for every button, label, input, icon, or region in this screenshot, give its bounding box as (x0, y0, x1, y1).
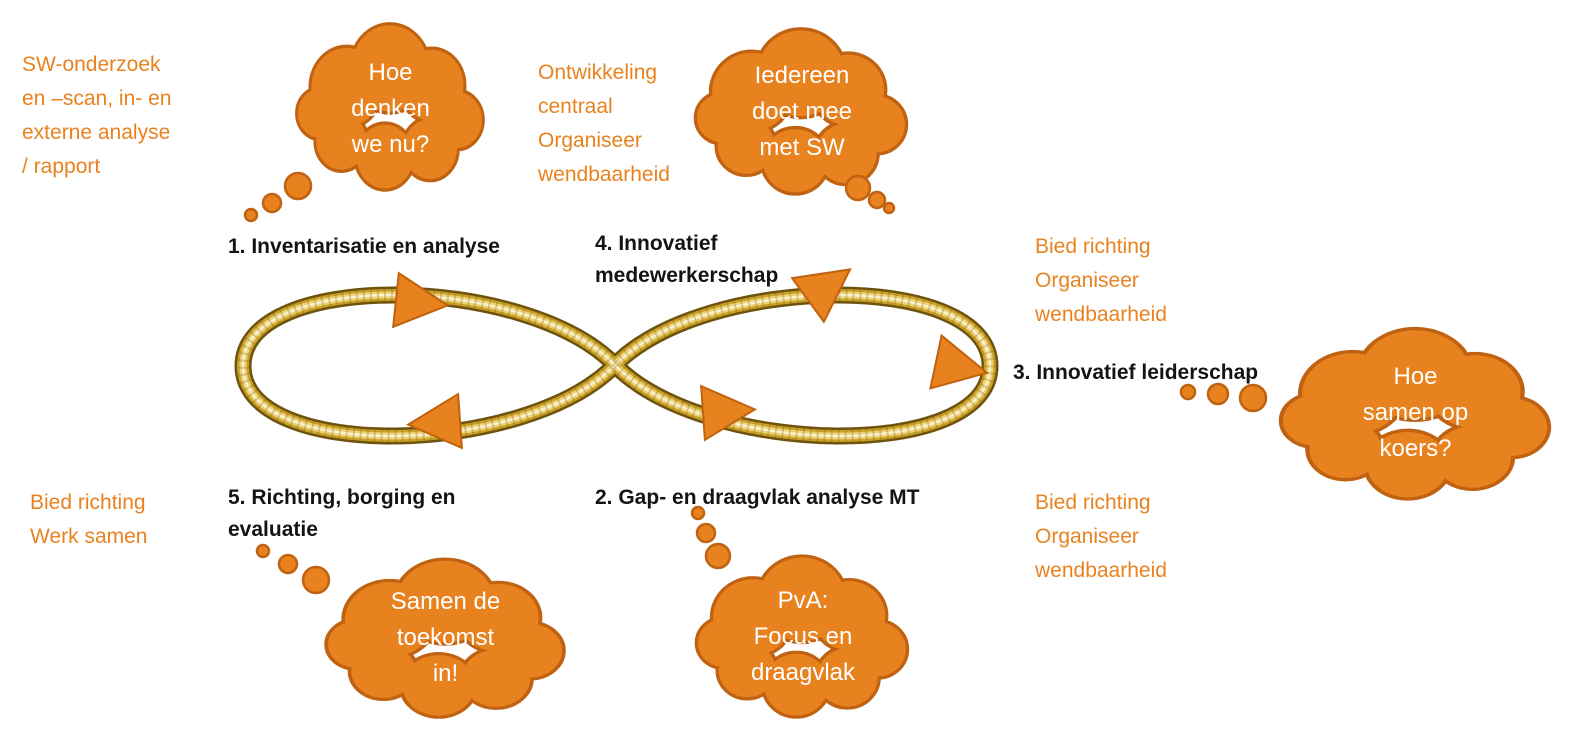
note-bottom-right: Bied richting Organiseer wendbaarheid (1035, 491, 1167, 583)
thought-cloud-hoe-samen (1179, 330, 1547, 497)
thought-cloud-iedereen (697, 30, 905, 215)
thought-cloud-samen-toekomst (255, 543, 562, 716)
thought-trail (1179, 382, 1268, 413)
infinity-loop (234, 286, 999, 445)
thought-trail (243, 171, 313, 223)
arrow-bottom-center (700, 384, 758, 442)
thought-trail (690, 505, 732, 570)
note-top-center: Ontwikkeling centraal Organiseer wendbaa… (538, 61, 670, 187)
thought-trail (255, 543, 331, 595)
note-right-top: Bied richting Organiseer wendbaarheid (1035, 235, 1167, 327)
step-4-innovatief-medewerkerschap: 4. Innovatief medewerkerschap (595, 232, 779, 287)
step-2-gap-draagvlak: 2. Gap- en draagvlak analyse MT (595, 486, 920, 509)
cloud-text-pva: PvA: Focus en draagvlak (750, 587, 856, 686)
thought-cloud-hoe-denken (243, 25, 482, 223)
cloud-text-iedereen: Iedereen doet mee met SW (751, 62, 853, 161)
arrow-right-end (929, 333, 989, 390)
note-bottom-left: Bied richting Werk samen (30, 491, 148, 549)
cloud-text-hoe-denken: Hoe denken we nu? (351, 59, 430, 158)
flow-arrows (392, 268, 989, 450)
arrow-top-right (790, 268, 852, 324)
thought-trail (844, 174, 896, 215)
cloud-text-hoe-samen: Hoe samen op koers? (1362, 363, 1469, 462)
step-1-inventarisatie: 1. Inventarisatie en analyse (228, 235, 500, 258)
thought-cloud-pva (690, 505, 906, 716)
cloud-text-samen-toekomst: Samen de toekomst in! (390, 588, 501, 687)
arrow-bottom-left (405, 392, 463, 450)
arrow-top-left (392, 271, 450, 329)
step-3-innovatief-leiderschap: 3. Innovatief leiderschap (1013, 361, 1259, 384)
step-5-richting-borging: 5. Richting, borging en evaluatie (228, 486, 456, 541)
note-top-left: SW-onderzoek en –scan, in- en externe an… (22, 53, 172, 179)
